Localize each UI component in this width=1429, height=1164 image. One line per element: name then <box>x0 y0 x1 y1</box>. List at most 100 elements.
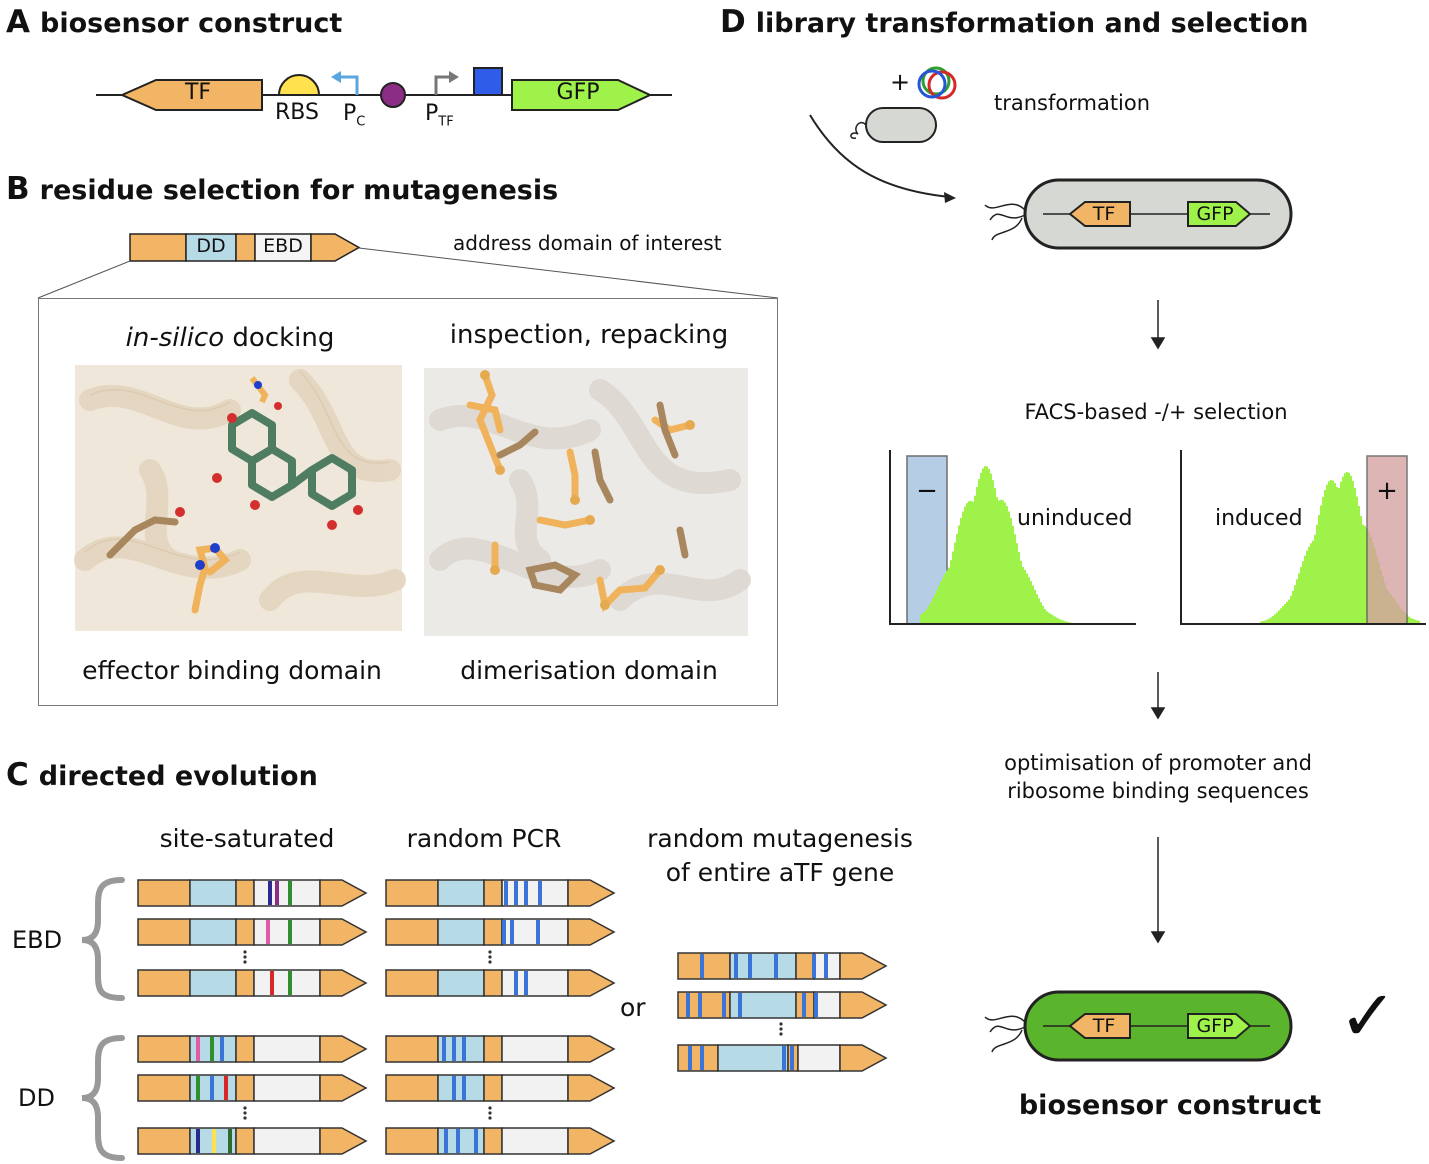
histogram-bar <box>1414 619 1416 624</box>
histogram-bar <box>1418 620 1420 624</box>
mutant-gene <box>385 1074 616 1102</box>
histogram-bar <box>1278 610 1280 624</box>
histogram-bar <box>1270 617 1272 624</box>
histogram-bar <box>1286 601 1288 624</box>
operator-box <box>473 67 503 96</box>
axes <box>889 450 1136 625</box>
dimerisation-label: dimerisation domain <box>460 656 718 685</box>
residue-sidechain <box>106 516 179 559</box>
gene-segment <box>189 918 237 946</box>
gene-end-arrow <box>839 952 888 980</box>
atom <box>210 543 220 553</box>
panel-title-text: biosensor construct <box>40 8 343 39</box>
mutation-mark <box>456 1129 460 1153</box>
gene-segment <box>437 879 485 907</box>
col-site-saturated: site-saturated <box>159 824 335 853</box>
induced-label: induced <box>1215 506 1303 531</box>
histogram-bar <box>1026 573 1028 624</box>
histogram-bar <box>934 594 936 624</box>
histogram-bar <box>1006 506 1008 624</box>
ellipsis-dot <box>779 1022 783 1026</box>
ellipsis-dot <box>243 1111 247 1115</box>
ellipsis-dot <box>243 1106 247 1110</box>
histogram-bar <box>926 608 928 624</box>
histogram-bar <box>1338 487 1340 624</box>
ellipsis-dot <box>243 950 247 954</box>
histogram-bar <box>1300 567 1302 624</box>
mutation-mark <box>814 993 818 1017</box>
gene-segment <box>137 969 191 997</box>
histogram-bar <box>1282 606 1284 624</box>
panel-letter: B <box>6 171 30 207</box>
ebd-brace <box>81 877 125 1001</box>
plus-sign: + <box>890 68 911 96</box>
gfp-label: GFP <box>1196 1015 1234 1037</box>
braces <box>81 877 125 1161</box>
plasmid-rings <box>917 69 947 99</box>
histogram-bar <box>1260 621 1262 624</box>
panel-title-text: directed evolution <box>38 761 318 792</box>
effector-label: effector binding domain <box>82 656 382 685</box>
gene-segment <box>385 1074 439 1102</box>
ellipsis-dot <box>779 1027 783 1031</box>
histogram-bar <box>1008 511 1010 624</box>
gene-segment <box>137 1074 191 1102</box>
mutant-gene <box>137 1074 368 1102</box>
histogram-bar <box>1272 615 1274 624</box>
histogram-bar <box>936 589 938 624</box>
histogram-bar <box>1012 525 1014 624</box>
ellipsis-dot <box>488 1111 492 1115</box>
histogram-bar <box>1060 619 1062 624</box>
construct-a <box>96 67 672 111</box>
histogram-bar <box>980 472 982 624</box>
gene-segment <box>717 1044 789 1072</box>
histogram-bar <box>1330 479 1332 624</box>
gene-segment <box>729 952 797 980</box>
histogram-bar <box>1038 598 1040 624</box>
histogram-bar <box>1290 595 1292 624</box>
histogram-bar <box>1410 618 1412 624</box>
mutant-gene <box>385 879 616 907</box>
tf-gene <box>1068 201 1131 227</box>
gene-end-arrow <box>319 879 368 907</box>
mutation-mark <box>538 881 542 905</box>
histogram-bar <box>930 602 932 624</box>
mutant-gene <box>137 1035 368 1063</box>
histogram-bar <box>1066 621 1068 624</box>
histogram-bar <box>968 501 970 624</box>
atom <box>195 560 205 570</box>
facs-label: FACS-based -/+ selection <box>1024 400 1288 424</box>
gene-segment <box>385 1035 439 1063</box>
mutation-mark <box>502 920 506 944</box>
ellipsis-dot <box>779 1032 783 1036</box>
gene-segment <box>137 1035 191 1063</box>
histogram-bar <box>1294 585 1296 624</box>
mutation-mark <box>266 920 270 944</box>
histogram-bar <box>1264 620 1266 624</box>
histogram-bar <box>948 567 950 624</box>
histogram-bar <box>1268 618 1270 624</box>
gene-segment <box>137 918 191 946</box>
histogram-bar <box>1362 524 1364 624</box>
histogram-bar <box>1292 590 1294 624</box>
histogram-bar <box>984 466 986 624</box>
mutation-mark <box>524 971 528 995</box>
atom <box>274 402 282 410</box>
gene-segment <box>253 1035 321 1063</box>
histogram-bar <box>1296 579 1298 624</box>
gene-segment <box>235 1035 255 1063</box>
histogram-bar <box>1032 585 1034 624</box>
gene-segment <box>137 1127 191 1155</box>
mutant-gene <box>137 1127 368 1155</box>
mutation-mark <box>462 1076 466 1100</box>
mutation-mark <box>510 920 514 944</box>
histogram-bar <box>946 570 948 624</box>
gene-end-arrow <box>567 969 616 997</box>
gene-segment <box>235 1074 255 1102</box>
gene-segment <box>483 1035 503 1063</box>
histogram-bar <box>1064 621 1066 624</box>
histogram-bar <box>1324 490 1326 624</box>
histogram-bar <box>1346 471 1348 624</box>
